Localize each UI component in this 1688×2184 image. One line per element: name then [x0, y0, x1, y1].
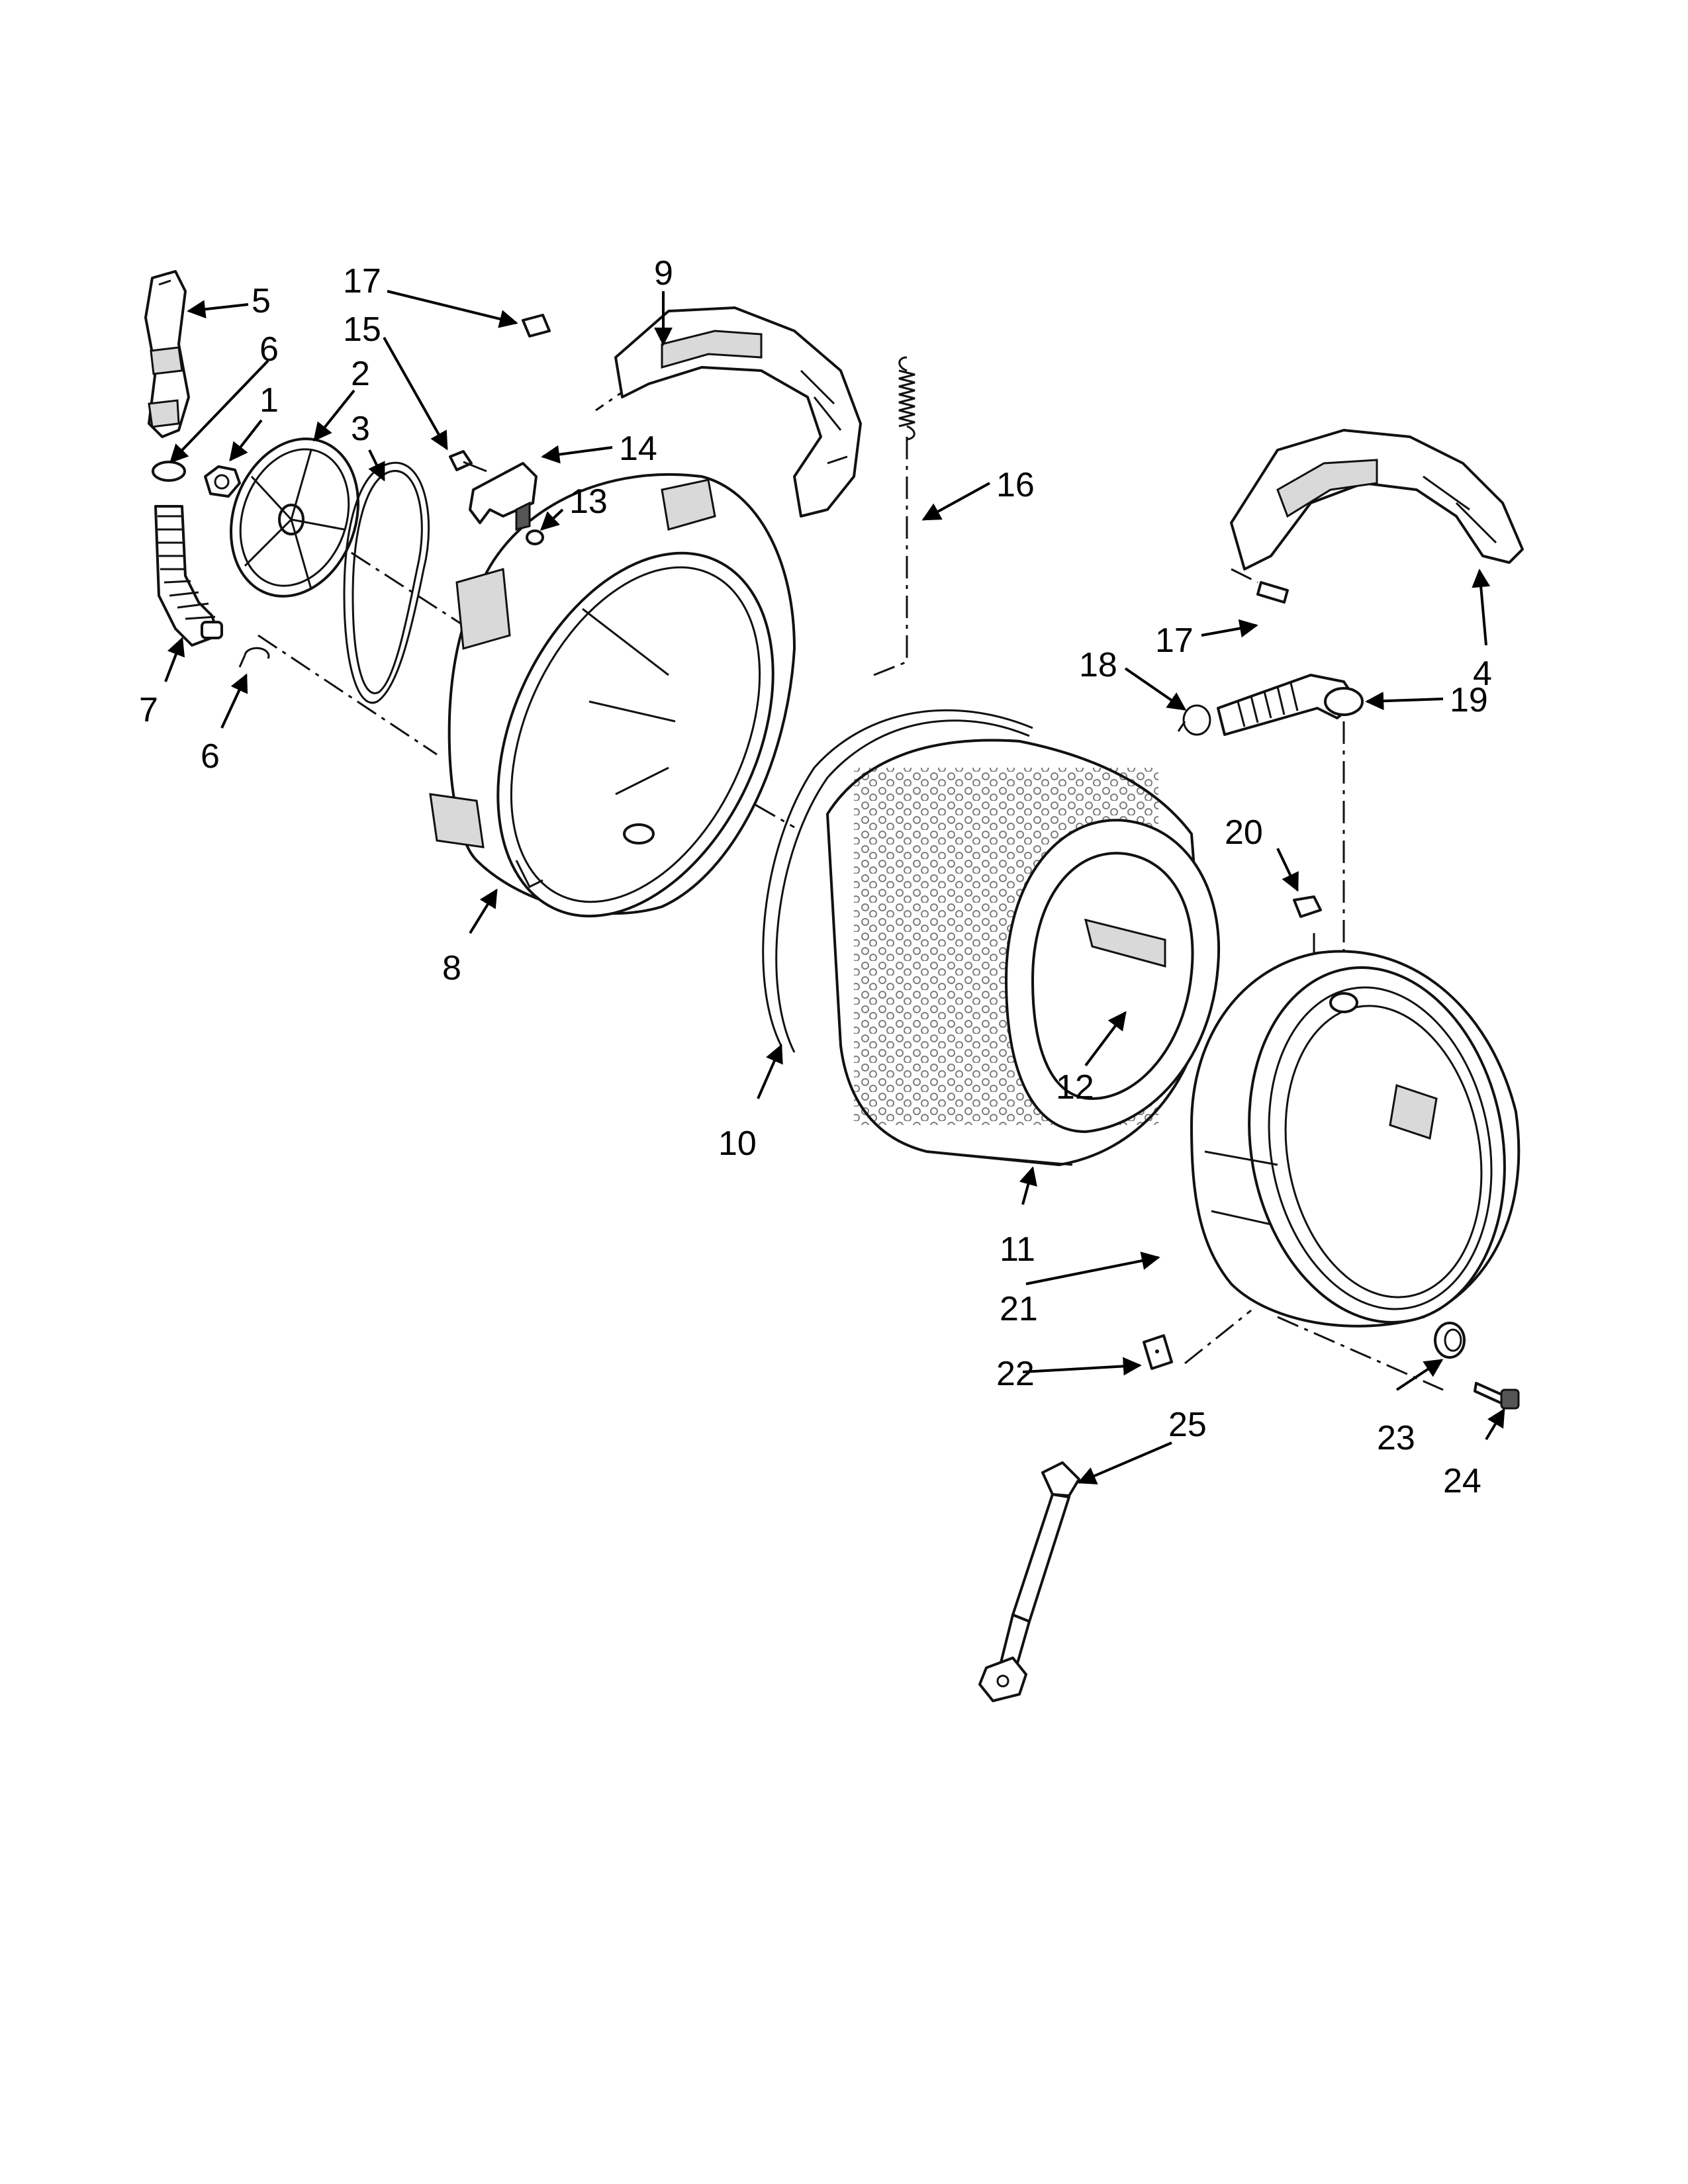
part-13-oring [526, 529, 544, 545]
part-8-tub-rear [429, 473, 796, 918]
part-19-hose [1217, 674, 1364, 736]
part-5-hose-upper [144, 270, 190, 438]
part-11-basket [826, 739, 1221, 1166]
part-1-nut [204, 465, 241, 498]
callout-labels: 5 6 1 2 3 7 6 8 9 17 15 14 13 16 4 17 18… [139, 254, 1492, 1500]
part-23-plug [1434, 1322, 1466, 1359]
part-7-drain-hose [154, 505, 223, 647]
callout-18: 18 [1079, 646, 1117, 684]
callout-22: 22 [996, 1355, 1035, 1393]
callout-17-right: 17 [1155, 621, 1194, 660]
callout-11: 11 [1000, 1230, 1035, 1269]
callout-6-upper: 6 [259, 330, 279, 369]
callout-7: 7 [139, 691, 158, 729]
part-21-tub-front [1190, 950, 1521, 1328]
callout-15: 15 [343, 310, 381, 349]
callout-14: 14 [619, 430, 657, 468]
part-3-belt [343, 461, 430, 704]
part-14-bracket [469, 462, 538, 531]
callout-12: 12 [1056, 1068, 1094, 1107]
part-25-damper [978, 1461, 1080, 1702]
callout-10: 10 [718, 1124, 757, 1163]
callout-16: 16 [996, 466, 1035, 504]
part-15-screw [449, 450, 487, 473]
part-2-pulley [230, 437, 359, 598]
part-17-screw-right [1256, 581, 1289, 604]
callout-13: 13 [569, 482, 608, 521]
callout-17-left: 17 [343, 262, 381, 300]
part-9-weight-upper [614, 306, 862, 518]
callout-3: 3 [351, 410, 370, 448]
part-10-ring [762, 709, 1033, 1053]
part-6-clamp-upper [152, 461, 186, 482]
callout-2: 2 [351, 355, 370, 393]
part-18-clamp [1177, 704, 1211, 736]
callout-1: 1 [259, 381, 279, 420]
callout-25: 25 [1168, 1406, 1207, 1444]
part-4-weight-right [1230, 429, 1524, 570]
callout-4: 4 [1473, 655, 1492, 693]
part-24-bolt [1474, 1382, 1520, 1410]
part-6-clamp-lower [238, 647, 270, 668]
part-22-plate [1143, 1334, 1173, 1370]
part-20-clip [1293, 895, 1322, 918]
callout-9: 9 [654, 254, 673, 293]
callout-24: 24 [1443, 1462, 1481, 1500]
part-17-screw-left [522, 314, 551, 338]
callout-23: 23 [1377, 1419, 1415, 1457]
callout-21: 21 [1000, 1290, 1038, 1328]
callout-6-lower: 6 [201, 737, 220, 776]
leader-lines [164, 290, 1505, 1484]
callout-8: 8 [442, 949, 461, 987]
callout-19: 19 [1450, 681, 1488, 719]
callout-5: 5 [252, 282, 271, 320]
callout-20: 20 [1225, 813, 1263, 852]
part-16-spring [898, 356, 915, 441]
